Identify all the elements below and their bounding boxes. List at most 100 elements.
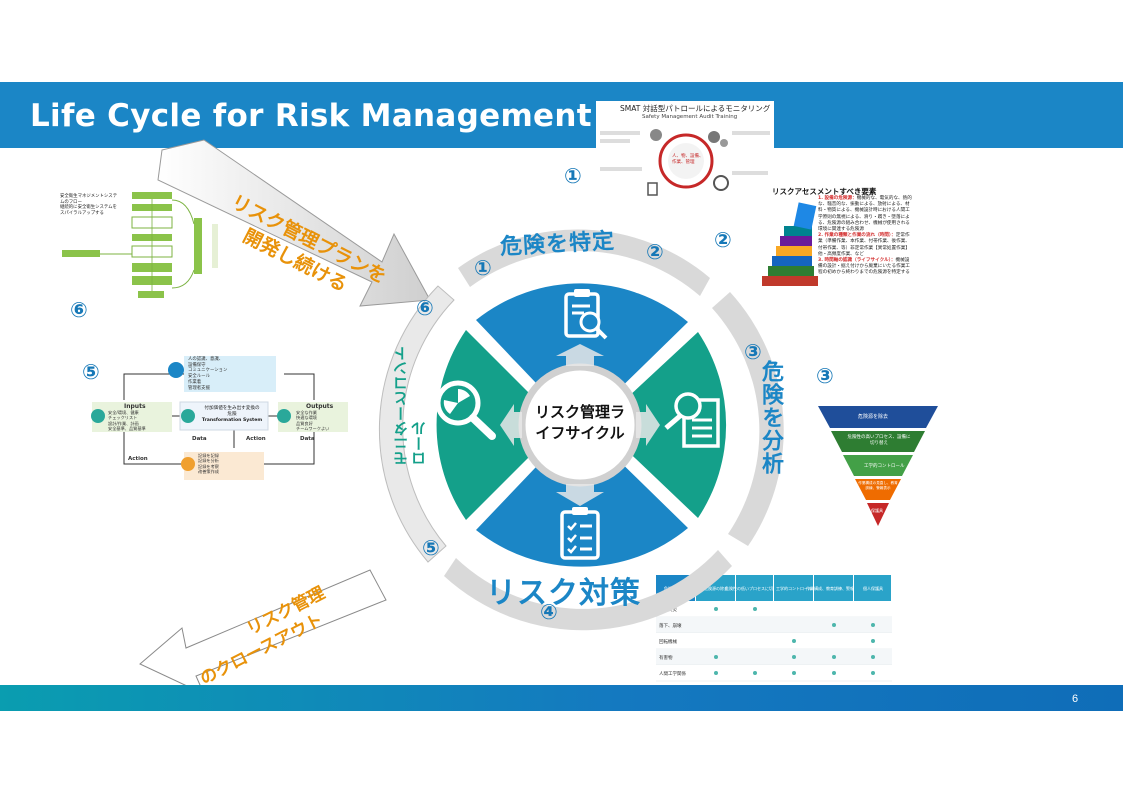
table-row-label: 回転機械 <box>659 638 677 645</box>
item3-body: 機械設備の設計・据え付けから廃棄にいたる作業工程の初めから終わりまでの危険源を特… <box>818 257 910 276</box>
smat-thumbnail: SMAT 対話型パトロールによるモニタリング Safety Management… <box>596 101 774 205</box>
table-check-mark <box>832 623 836 627</box>
title-band <box>0 82 1123 148</box>
stage-identify-label: 危険を特定 <box>499 229 616 260</box>
table-check-mark <box>871 671 875 675</box>
pyramid-level-3: 工学的コントロール <box>864 464 905 469</box>
table-header-cell <box>774 575 813 601</box>
svg-text:人、物、設備、: 人、物、設備、 <box>672 152 704 159</box>
table-header-label: 危険源の除去 <box>704 585 728 591</box>
table-header-cell <box>854 575 891 601</box>
control-hierarchy-thumbnail: 危険源を除去 危険性の高いプロセス、設備に切り替え 工学的コントロール 作業構成… <box>816 404 940 530</box>
ring-segment-right <box>712 292 784 546</box>
marker-6: ⑥ <box>70 298 88 322</box>
table-row-label: 落下、崩壊 <box>659 622 682 629</box>
mgmt-title: 安全衛生マネジメントシステムのフロー 継続的に安全衛生システムを スパイラルアッ… <box>60 194 120 217</box>
marker-3: ③ <box>816 364 834 388</box>
input-item: チェックリスト <box>108 415 138 421</box>
item3-head: 3. 時間軸の認識（ライフサイクル）： <box>818 257 896 263</box>
top-item: コミュニケーション <box>188 368 228 374</box>
bottom-item: 記録を記録 <box>198 453 219 458</box>
risk-elements-thumbnail: リスクアセスメントすべき要素 1. 設備の危険源：機械的な、電気的な、熱的な、騒… <box>762 182 912 312</box>
table-row <box>656 633 892 649</box>
bottom-item: 記録を考察 <box>198 463 219 469</box>
stage-closeout-number: ⑤ <box>422 536 440 560</box>
system-title: 付加価値を生み出す変換の 危険 Transformation System <box>196 406 268 424</box>
mgmt-flow-diagram <box>62 192 218 298</box>
checklist-icon <box>560 507 600 560</box>
stage-analyze-number: ③ <box>744 340 762 364</box>
table-row <box>656 665 892 681</box>
input-item: 安全基準、品質基準 <box>108 425 146 431</box>
table-header-cell <box>814 575 853 601</box>
top-item: 設備保守 <box>188 362 206 368</box>
stage-measures-number: ④ <box>540 600 558 624</box>
risk-elements-title: リスクアセスメントすべき要素 <box>772 187 877 196</box>
input-item: 設計/作業、計画 <box>108 420 139 426</box>
table-check-mark <box>832 671 836 675</box>
slide-title: Life Cycle for Risk Management <box>30 98 592 134</box>
table-row-label: 人間工学関係 <box>659 670 686 677</box>
table-header-cell <box>736 575 773 601</box>
data-label-left: Data <box>192 436 207 442</box>
table-row <box>656 649 892 665</box>
table-row <box>656 617 892 633</box>
stage-analyze-label: 危険を分析 <box>758 360 783 475</box>
data-label-right: Data <box>300 436 315 442</box>
footer-band <box>0 685 1123 711</box>
item1-head: 1. 設備の危険源： <box>818 196 857 201</box>
table-check-mark <box>714 655 718 659</box>
table-check-mark <box>871 639 875 643</box>
table-check-mark <box>832 655 836 659</box>
risk-elements-body: 1. 設備の危険源：機械的な、電気的な、熱的な、騒音的な、振動による、放射による… <box>818 196 912 276</box>
inner-arrow-right <box>636 404 660 446</box>
mgmt-title-line: 継続的に安全衛生システムを <box>60 205 117 211</box>
inner-arrow-down <box>556 484 604 506</box>
top-items: 人の認識、意識、 設備保守 コミュニケーション 安全ルール 作業着 管理者支援 <box>188 357 227 391</box>
system-title-line: Transformation System <box>201 417 263 423</box>
ring-segment-top <box>458 229 710 296</box>
pyramid-level-1: 危険源を除去 <box>858 414 889 420</box>
center-label-line: リスク管理ラ <box>534 403 625 421</box>
measures-table: 危険源の種類危険源の除去危険性の低いプロセスに切り替え工学的コントロール作業構成… <box>656 575 892 682</box>
mgmt-title-line: スパイラルアップする <box>60 211 104 217</box>
closeout-arrow <box>139 569 387 696</box>
table-check-mark <box>714 607 718 611</box>
top-item: 作業着 <box>188 379 202 385</box>
stage-monitor-label: モニターとコントロール <box>392 346 428 466</box>
stairs-books-image <box>762 202 818 286</box>
inner-arrow-up <box>556 344 604 366</box>
table-row <box>656 601 892 617</box>
magnifier-chart-icon <box>435 380 496 440</box>
output-item: 快適な環境 <box>296 415 317 421</box>
input-item: 安全/環境、健康 <box>108 410 139 415</box>
clipboard-search-icon <box>564 289 608 340</box>
top-item: 管理者支援 <box>188 385 210 391</box>
marker-2: ② <box>714 228 732 252</box>
table-check-mark <box>714 671 718 675</box>
table-row-label: 有害物 <box>659 654 673 661</box>
table-header-label: 個人保護具 <box>863 585 883 591</box>
output-item: チームワークよい <box>296 425 330 431</box>
table-check-mark <box>753 607 757 611</box>
quadrant-top <box>476 283 688 404</box>
top-item: 人の認識、意識、 <box>188 357 224 362</box>
pyramid-level-5: 保護具 <box>871 508 883 513</box>
svg-text:作業、管理: 作業、管理 <box>672 158 695 165</box>
stage-measures-label: リスク対策 <box>486 576 641 611</box>
inputs-title: Inputs <box>124 403 146 410</box>
measures-table-thumbnail: 危険源の種類危険源の除去危険性の低いプロセスに切り替え工学的コントロール作業構成… <box>656 575 892 685</box>
table-header-label: 作業構成、教育訓練、警報表示 <box>806 585 862 591</box>
center-label-line: イフサイクル <box>535 424 625 442</box>
bottom-item: 記録を分析 <box>198 458 219 464</box>
outputs-title: Outputs <box>306 403 334 410</box>
stage-identify-number-right: ② <box>646 240 664 264</box>
ring-segment-left <box>378 285 455 563</box>
top-item: 安全ルール <box>188 374 210 380</box>
stage-identify-number-left: ① <box>474 256 492 280</box>
inverted-pyramid <box>818 406 938 526</box>
table-check-mark <box>792 639 796 643</box>
document-search-icon <box>664 392 720 448</box>
quadrant-left <box>436 330 546 520</box>
